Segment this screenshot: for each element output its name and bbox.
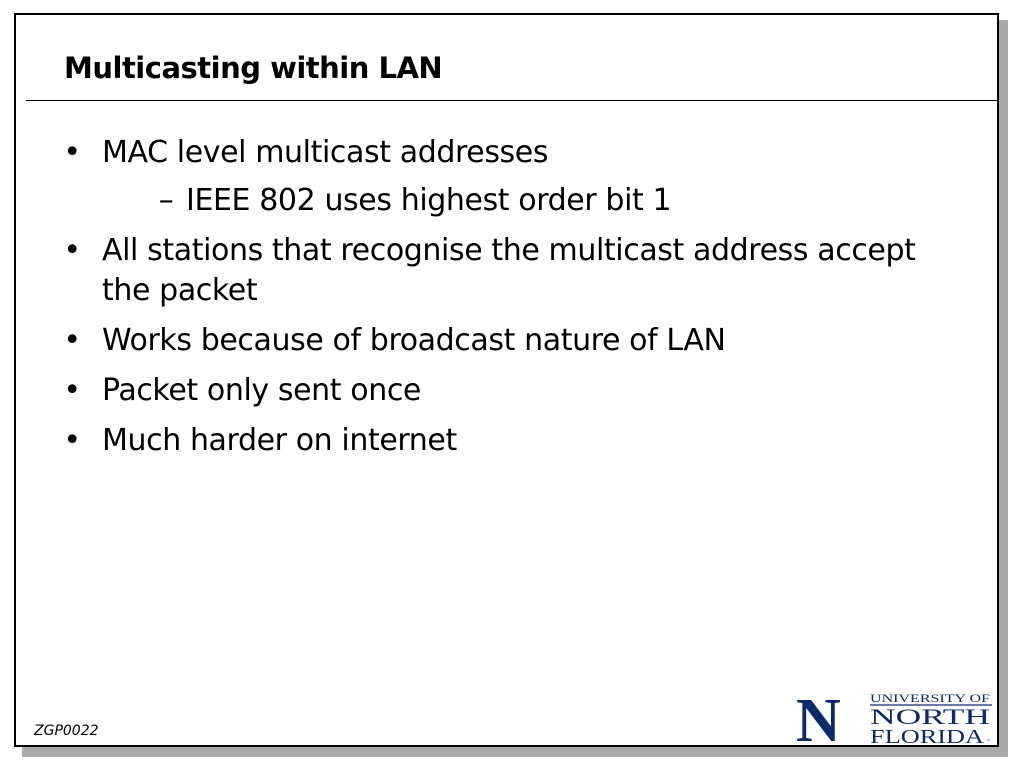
bullet-mark: • [63,373,81,408]
slide-title: Multicasting within LAN [64,51,443,85]
bullet-text: Packet only sent once [102,373,421,408]
bullet-mark: • [63,135,81,170]
bullet-item: • MAC level multicast addresses – IEEE 8… [62,133,942,221]
bullet-text: MAC level multicast addresses [102,135,549,170]
bullet-mark: • [63,323,81,358]
bullet-list: • MAC level multicast addresses – IEEE 8… [62,133,942,471]
bullet-mark: • [63,423,81,458]
title-divider [26,100,998,101]
sub-bullet-text: IEEE 802 uses highest order bit 1 [186,183,672,218]
unf-logo: N UNIVERSITY OF NORTH FLORIDA ™ [796,689,992,745]
bullet-item: • All stations that recognise the multic… [62,231,942,311]
bullet-text: Works because of broadcast nature of LAN [102,323,726,358]
bullet-item: • Packet only sent once [62,371,942,411]
bullet-text: All stations that recognise the multicas… [102,233,916,308]
logo-trademark: ™ [986,739,991,745]
logo-line-university: UNIVERSITY OF [870,691,990,705]
bullet-item: • Much harder on internet [62,421,942,461]
bullet-item: • Works because of broadcast nature of L… [62,321,942,361]
logo-n-mark: N [796,689,841,745]
dash-mark: – [158,183,174,218]
bullet-mark: • [63,233,81,268]
logo-line-florida: FLORIDA [870,726,985,745]
bullet-text: Much harder on internet [102,423,457,458]
slide: Multicasting within LAN • MAC level mult… [14,13,999,747]
logo-line-north: NORTH [870,704,990,729]
slide-code: ZGP0022 [34,723,99,739]
sub-bullet-item: – IEEE 802 uses highest order bit 1 [102,181,942,221]
